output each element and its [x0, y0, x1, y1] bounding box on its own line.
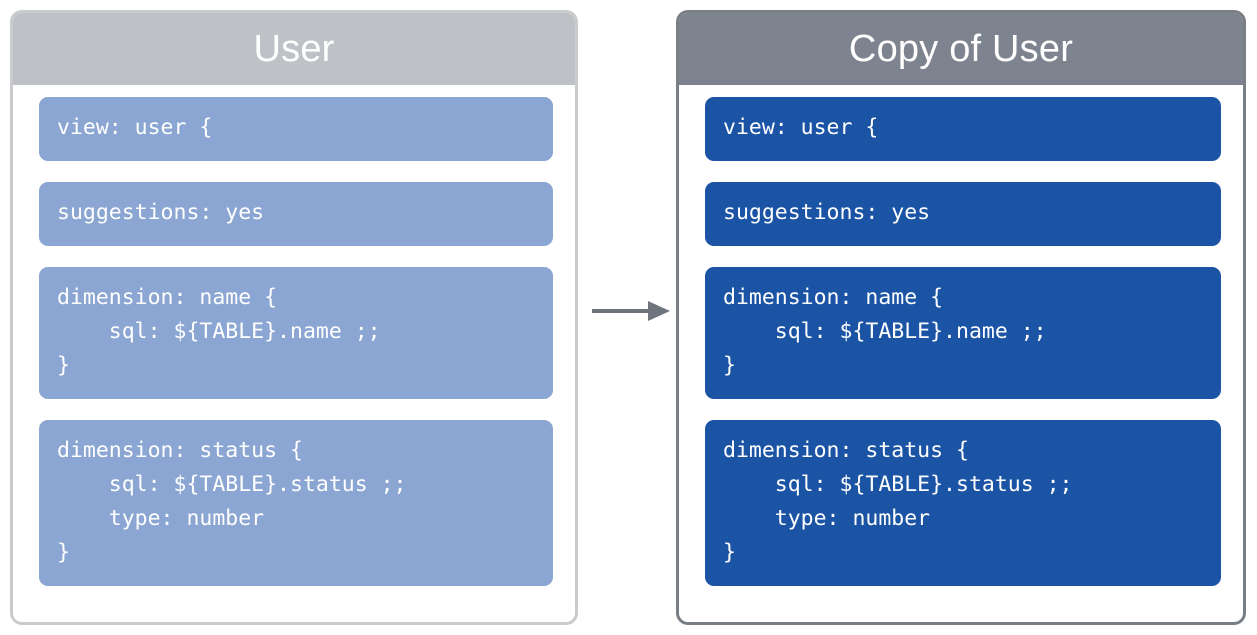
source-card-body: view: user { suggestions: yes dimension:…: [13, 85, 575, 602]
copy-card-body: view: user { suggestions: yes dimension:…: [679, 85, 1243, 602]
copy-block-dimension-status: dimension: status { sql: ${TABLE}.status…: [705, 420, 1221, 586]
source-block-view: view: user {: [39, 97, 553, 161]
source-view-card: User view: user { suggestions: yes dimen…: [10, 10, 578, 625]
copy-block-suggestions: suggestions: yes: [705, 182, 1221, 246]
copy-block-view: view: user {: [705, 97, 1221, 161]
copy-card-header: Copy of User: [679, 13, 1243, 85]
copy-arrow: [590, 296, 672, 326]
copy-block-dimension-name: dimension: name { sql: ${TABLE}.name ;; …: [705, 267, 1221, 399]
source-block-suggestions: suggestions: yes: [39, 182, 553, 246]
source-card-title: User: [253, 28, 335, 70]
copy-card-title: Copy of User: [848, 28, 1074, 70]
source-block-dimension-status: dimension: status { sql: ${TABLE}.status…: [39, 420, 553, 586]
copy-view-card: Copy of User view: user { suggestions: y…: [676, 10, 1246, 625]
arrow-right-icon: [592, 301, 670, 321]
source-block-dimension-name: dimension: name { sql: ${TABLE}.name ;; …: [39, 267, 553, 399]
source-card-header: User: [13, 13, 575, 85]
